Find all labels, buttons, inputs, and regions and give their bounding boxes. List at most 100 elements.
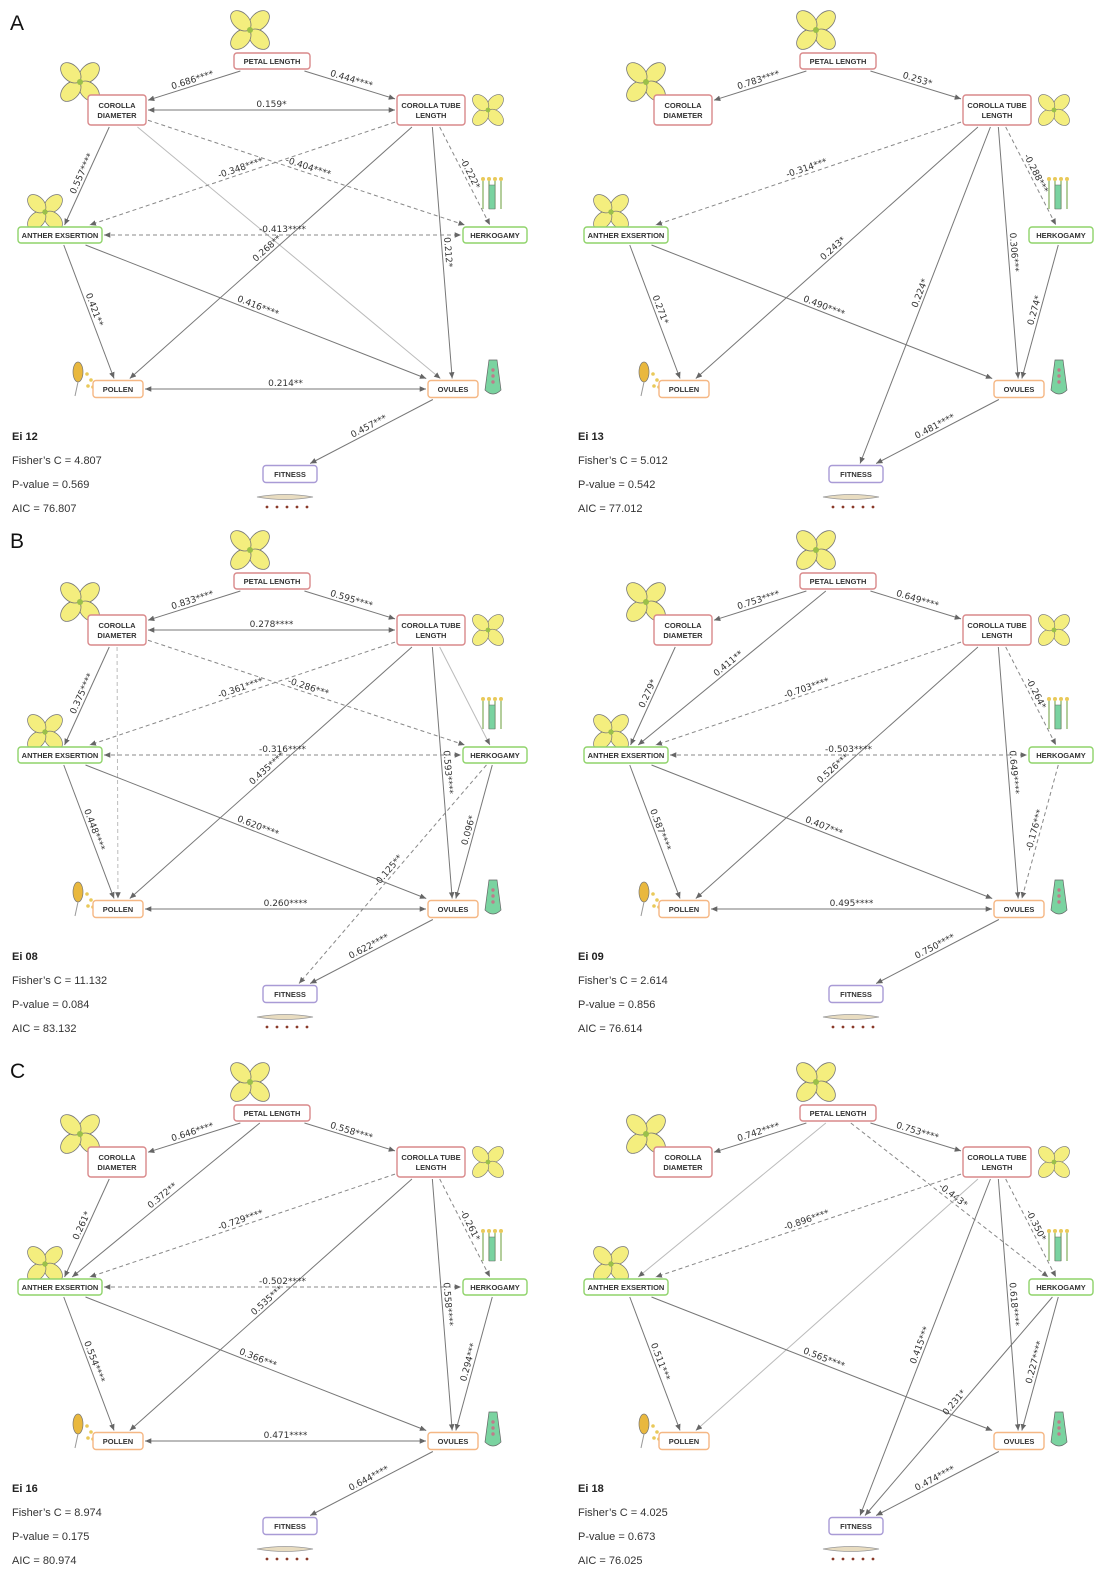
node-label: HERKOGAMY — [470, 1283, 520, 1292]
anther-pollen-illustration — [638, 1413, 661, 1449]
node-anther: ANTHER EXSERTION — [583, 226, 669, 244]
node-petal: PETAL LENGTH — [799, 1104, 877, 1122]
edge-petal-to-corolla_dia — [147, 1122, 241, 1153]
stamen-illustration — [481, 177, 503, 210]
node-herk: HERKOGAMY — [462, 226, 528, 244]
edge-coefficient-label: 0.750**** — [913, 932, 957, 961]
edge-corolla_tube-to-pollen — [695, 1178, 979, 1431]
flower-illustration — [796, 10, 836, 50]
node-label: FITNESS — [840, 1522, 872, 1531]
node-label: DIAMETER — [663, 1163, 703, 1172]
edge-herk-to-ovules — [454, 1296, 493, 1431]
edge-herk-to-ovules — [454, 764, 493, 899]
edge-coefficient-label: 0.448**** — [81, 808, 106, 853]
panel-3: 0.753****0.649****0.411**0.279*-0.703***… — [578, 530, 1094, 1035]
edge-coefficient-label: 0.375**** — [69, 671, 96, 715]
panel-5: 0.742****0.753****-0.443*-0.896****-0.35… — [578, 1062, 1094, 1567]
edge-ovules-to-fitness — [875, 1451, 1000, 1516]
node-herk: HERKOGAMY — [462, 746, 528, 764]
node-label: POLLEN — [669, 1437, 699, 1446]
edge-petal-to-herk — [850, 1122, 1049, 1278]
edge-coefficient-label: 0.620**** — [235, 814, 280, 839]
node-label: DIAMETER — [97, 111, 137, 120]
node-label: COROLLA — [98, 1153, 136, 1162]
node-herk: HERKOGAMY — [1028, 226, 1094, 244]
edge-petal-to-corolla_dia — [713, 1122, 807, 1153]
edge-petal-to-anther — [71, 1122, 261, 1278]
edge-anther-to-pollen — [629, 244, 681, 379]
node-label: OVULES — [438, 1437, 469, 1446]
stamen-illustration — [1047, 697, 1069, 730]
node-petal: PETAL LENGTH — [799, 52, 877, 70]
edge-coefficient-label: 0.783**** — [736, 69, 781, 92]
fisher-c-stat: Fisher’s C = 5.012 — [578, 455, 668, 467]
edge-anther-to-ovules — [651, 244, 993, 379]
panel-1: 0.783****0.253*-0.314***-0.288***0.243*0… — [578, 10, 1094, 515]
flower-illustration — [230, 1062, 270, 1102]
node-petal: PETAL LENGTH — [233, 572, 311, 590]
edge-anther-to-pollen — [63, 244, 115, 379]
edge-coefficient-label: -0.703**** — [783, 676, 831, 701]
flower-illustration — [1038, 94, 1070, 126]
fisher-c-stat: Fisher’s C = 11.132 — [12, 975, 107, 987]
edge-coefficient-label: -0.350* — [1023, 1209, 1047, 1244]
flower-illustration — [230, 530, 270, 570]
section-label-b: B — [10, 530, 24, 553]
node-anther: ANTHER EXSERTION — [583, 1278, 669, 1296]
edge-coefficient-label: 0.227**** — [1025, 1340, 1046, 1385]
edge-corolla_tube-to-fitness — [859, 1178, 991, 1516]
p-value-stat: P-value = 0.673 — [578, 1531, 655, 1543]
node-petal: PETAL LENGTH — [233, 52, 311, 70]
node-fitness: FITNESS — [262, 1516, 318, 1536]
anther-pollen-illustration — [72, 361, 95, 397]
node-label: HERKOGAMY — [1036, 751, 1086, 760]
edge-corolla_tube-to-herk — [1005, 126, 1057, 226]
flower-illustration — [1038, 1146, 1070, 1178]
edge-coefficient-label: 0.686**** — [170, 69, 215, 92]
node-ovules: OVULES — [993, 1431, 1045, 1451]
edge-corolla_tube-to-anther — [655, 641, 962, 746]
node-label: HERKOGAMY — [470, 751, 520, 760]
aic-stat: AIC = 76.614 — [578, 1023, 643, 1035]
population-title: Ei 16 — [12, 1483, 38, 1495]
edge-corolla_tube-to-herk — [439, 1178, 491, 1278]
edge-coefficient-label: 0.622**** — [347, 932, 391, 961]
node-label: ANTHER EXSERTION — [588, 231, 665, 240]
node-fitness: FITNESS — [828, 1516, 884, 1536]
edge-petal-to-anther — [637, 1122, 827, 1278]
edge-coefficient-label: 0.490**** — [801, 294, 846, 319]
edge-ovules-to-fitness — [309, 399, 434, 464]
pistil-ovary-illustration — [1050, 879, 1068, 915]
edge-coefficient-label: -0.348**** — [217, 156, 265, 181]
edge-coefficient-label: 0.268** — [251, 233, 284, 264]
population-title: Ei 13 — [578, 431, 604, 443]
edge-coefficient-label: 0.587**** — [647, 808, 672, 853]
edge-corolla_dia-to-ovules — [137, 126, 441, 379]
node-pollen: POLLEN — [658, 899, 710, 919]
node-pollen: POLLEN — [658, 379, 710, 399]
flower-illustration — [230, 10, 270, 50]
edge-coefficient-label: 0.253* — [901, 71, 933, 90]
edge-coefficient-label: -0.286*** — [286, 676, 330, 699]
p-value-stat: P-value = 0.175 — [12, 1531, 89, 1543]
edge-corolla_tube-to-pollen — [695, 126, 979, 379]
node-label: DIAMETER — [663, 631, 703, 640]
edge-coefficient-label: 0.212* — [441, 237, 453, 268]
p-value-stat: P-value = 0.569 — [12, 479, 89, 491]
aic-stat: AIC = 76.025 — [578, 1555, 643, 1567]
edge-coefficient-label: 0.159* — [256, 100, 287, 110]
node-label: HERKOGAMY — [1036, 231, 1086, 240]
edge-group: 0.783****0.253*-0.314***-0.288***0.243*0… — [629, 69, 1059, 464]
node-label: POLLEN — [669, 905, 699, 914]
edge-coefficient-label: -0.443* — [936, 1182, 969, 1211]
edge-coefficient-label: 0.224* — [910, 277, 930, 309]
edge-ovules-to-fitness — [309, 919, 434, 984]
seed-pod-illustration — [822, 494, 880, 509]
edge-corolla_tube-to-herk — [1005, 646, 1057, 746]
edge-petal-to-corolla_tube — [304, 590, 396, 620]
aic-stat: AIC = 80.974 — [12, 1555, 77, 1567]
node-label: COROLLA TUBE — [967, 621, 1026, 630]
